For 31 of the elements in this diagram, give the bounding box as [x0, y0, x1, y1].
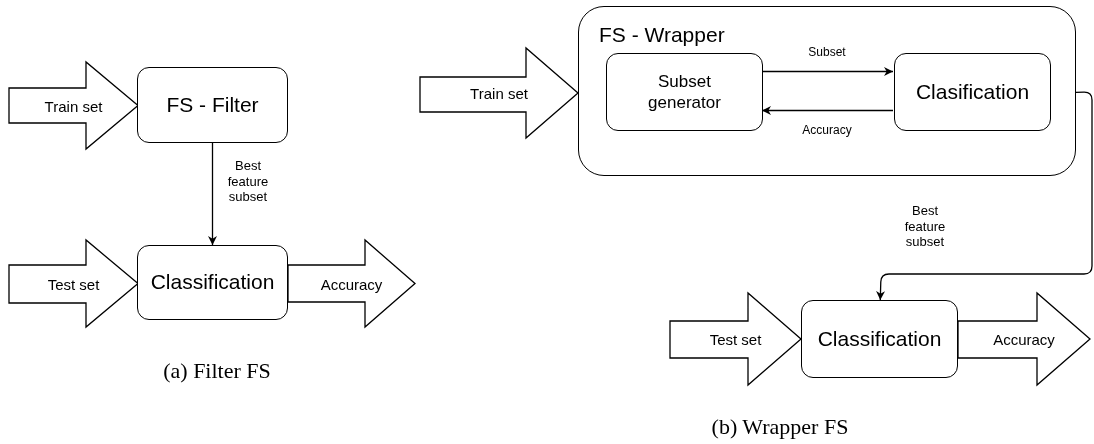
- arrow: [208, 142, 217, 246]
- process-box: [137, 245, 288, 320]
- container-box: [578, 6, 1076, 176]
- edge-label: Accuracy: [802, 123, 852, 138]
- arrow: [761, 67, 894, 76]
- container-title: FS - Wrapper: [599, 23, 725, 47]
- process-box: [137, 67, 288, 143]
- process-box: [606, 53, 763, 131]
- arrow: [876, 91, 1093, 301]
- block-arrow: [9, 240, 138, 327]
- figure-caption: (b) Wrapper FS: [711, 414, 849, 440]
- figure-caption: (a) Filter FS: [163, 358, 271, 384]
- process-box: [894, 53, 1051, 131]
- block-arrow: [9, 62, 138, 149]
- box-label: Classification: [149, 269, 276, 296]
- block-arrow: [420, 48, 578, 138]
- block-arrow: [958, 293, 1090, 385]
- arrow-label: Test set: [709, 330, 762, 348]
- arrow: [761, 106, 894, 115]
- arrow-label: Test set: [47, 275, 100, 292]
- block-arrow: [670, 293, 801, 385]
- arrow-label: Accuracy: [993, 330, 1055, 348]
- arrow-label: Train set: [470, 84, 528, 102]
- box-label: FS - Filter: [165, 91, 260, 118]
- box-label: Clasification: [914, 78, 1031, 105]
- arrow-label: Train set: [44, 97, 103, 114]
- box-label: Classification: [816, 325, 943, 352]
- block-arrow: [288, 240, 415, 327]
- box-label: Subset generator: [647, 70, 722, 114]
- process-box: [801, 300, 958, 378]
- arrow-label: Accuracy: [320, 275, 383, 292]
